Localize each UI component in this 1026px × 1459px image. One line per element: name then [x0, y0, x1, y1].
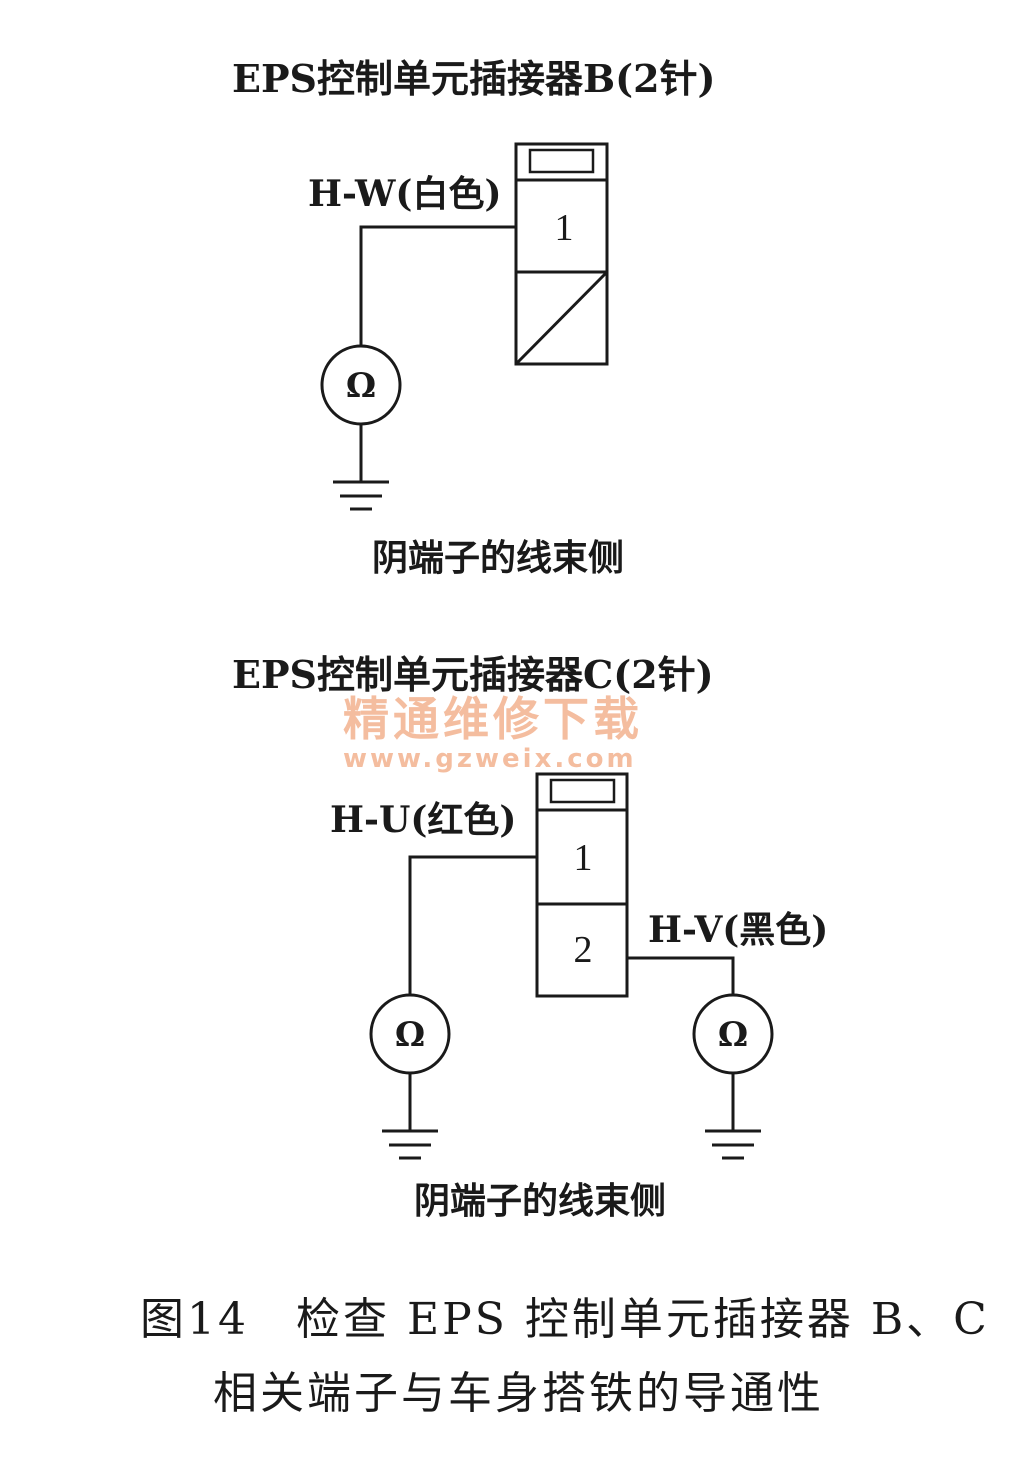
watermark: 精通维修下载 www.gzweix.com [343, 692, 643, 774]
watermark-url: www.gzweix.com [343, 744, 637, 774]
ohmmeter-c-left: Ω [369, 993, 451, 1075]
caption-line-2: 相关端子与车身搭铁的导通性 [213, 1368, 824, 1419]
connector-c-title: EPS控制单元插接器C(2针) [232, 652, 714, 697]
ohm-symbol: Ω [718, 1015, 748, 1055]
ohmmeter-b: Ω [320, 344, 402, 426]
ground-icon [382, 1129, 438, 1160]
connector-b-body [514, 142, 609, 366]
connector-c-pin2: 2 [574, 929, 593, 971]
watermark-text: 精通维修下载 [343, 692, 643, 746]
connector-c: 1 2 [535, 772, 629, 998]
wire-hu-label: H-U(红色) [330, 799, 516, 841]
connector-b-latch [528, 148, 595, 174]
connector-c-latch [549, 778, 616, 804]
ohmmeter-c-right: Ω [692, 993, 774, 1075]
ohm-symbol: Ω [395, 1015, 425, 1055]
ground-icon [705, 1129, 761, 1160]
wire-hw-label: H-W(白色) [308, 173, 501, 215]
wire-hv-label: H-V(黑色) [648, 909, 828, 951]
wire-hu [408, 855, 537, 995]
ground-icon [333, 480, 389, 511]
connector-c-body [535, 772, 629, 998]
harness-side-label-b: 阴端子的线束侧 [372, 537, 624, 579]
connector-b-pin1: 1 [555, 207, 574, 249]
connector-b-empty-slot-mark [514, 270, 609, 366]
diagram-b: EPS控制单元插接器B(2针) 1 H-W(白色) Ω 阴端子的线束侧 [232, 56, 716, 579]
wire-hw [359, 225, 516, 346]
ohm-symbol: Ω [346, 366, 376, 406]
caption-line-1: 图14 检查 EPS 控制单元插接器 B、C [140, 1294, 990, 1345]
wire-hv [627, 956, 735, 995]
connector-b-title: EPS控制单元插接器B(2针) [232, 56, 716, 101]
harness-side-label-c: 阴端子的线束侧 [414, 1180, 666, 1222]
connector-b: 1 [514, 142, 609, 366]
figure-caption: 图14 检查 EPS 控制单元插接器 B、C 相关端子与车身搭铁的导通性 [140, 1294, 990, 1419]
connector-c-pin1: 1 [574, 837, 593, 879]
diagram-c: EPS控制单元插接器C(2针) 精通维修下载 www.gzweix.com 1 … [232, 652, 828, 1222]
